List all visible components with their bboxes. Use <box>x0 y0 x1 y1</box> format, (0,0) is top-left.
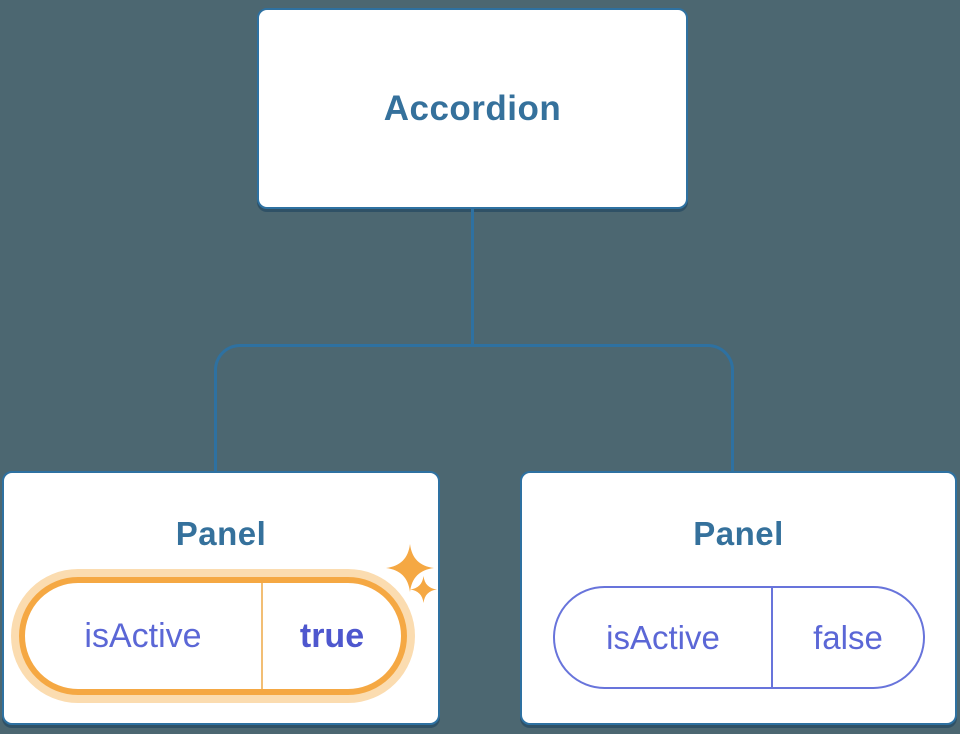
sparkle-icon <box>386 544 434 592</box>
accordion-node-label: Accordion <box>383 88 562 128</box>
pill-divider <box>261 583 263 689</box>
state-key: isActive <box>606 618 720 656</box>
sparkle-icon <box>410 576 437 603</box>
panel-active-label: Panel <box>175 515 267 552</box>
tree-node-panel-active: Panel isActive true <box>2 471 440 725</box>
connector-stem <box>471 209 474 346</box>
state-key: isActive <box>84 616 202 655</box>
state-value: false <box>813 618 883 656</box>
tree-node-accordion: Accordion <box>257 8 688 209</box>
panel-inactive-label: Panel <box>693 515 784 552</box>
connector-bracket <box>214 344 734 473</box>
tree-node-panel-inactive: Panel isActive false <box>520 471 957 725</box>
state-value: true <box>299 616 365 655</box>
pill-divider <box>771 588 773 687</box>
state-pill-active: isActive true <box>19 577 407 695</box>
state-pill-inactive: isActive false <box>553 586 925 689</box>
